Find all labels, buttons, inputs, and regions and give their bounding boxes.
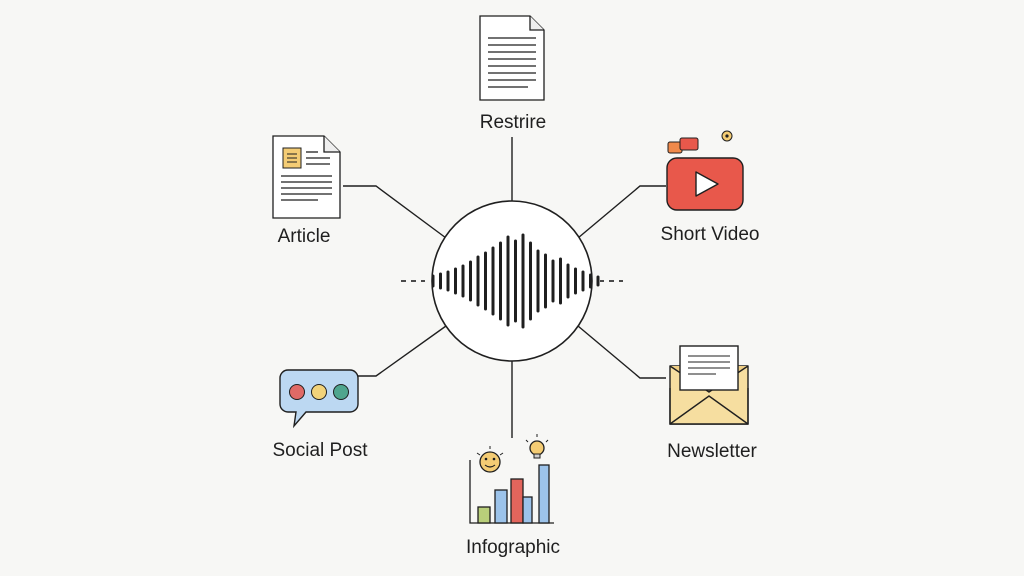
connector-social-post	[357, 325, 447, 377]
document-icon	[479, 15, 545, 101]
connectors	[343, 137, 666, 438]
dot-yellow	[311, 384, 327, 400]
node-label-newsletter: Newsletter	[667, 441, 757, 462]
bar-chart-icon	[469, 434, 554, 524]
video-play-icon	[666, 130, 744, 211]
lightbulb-icon	[525, 434, 549, 459]
node-label-short-video: Short Video	[660, 224, 760, 245]
bar-4	[522, 496, 533, 524]
audio-waveform-icon	[431, 233, 600, 329]
node-label-social-post: Social Post	[272, 440, 368, 461]
envelope-icon	[669, 345, 749, 425]
connector-article	[343, 185, 447, 239]
bar-2	[494, 489, 508, 524]
bar-1	[477, 506, 491, 524]
bar-3	[510, 478, 524, 524]
bar-5	[538, 464, 550, 524]
node-label-article: Article	[277, 226, 331, 247]
connector-short-video	[577, 185, 666, 239]
node-label-infographic: Infographic	[465, 537, 561, 558]
node-label-top: Restrire	[479, 112, 547, 133]
smiley-icon	[476, 446, 504, 473]
dot-green	[333, 384, 349, 400]
chat-bubble-icon	[279, 369, 359, 429]
dot-red	[289, 384, 305, 400]
chat-sticker-icon	[667, 137, 699, 154]
connector-newsletter	[577, 325, 666, 379]
audio-waveform-hub	[401, 200, 623, 362]
article-icon	[272, 135, 341, 219]
